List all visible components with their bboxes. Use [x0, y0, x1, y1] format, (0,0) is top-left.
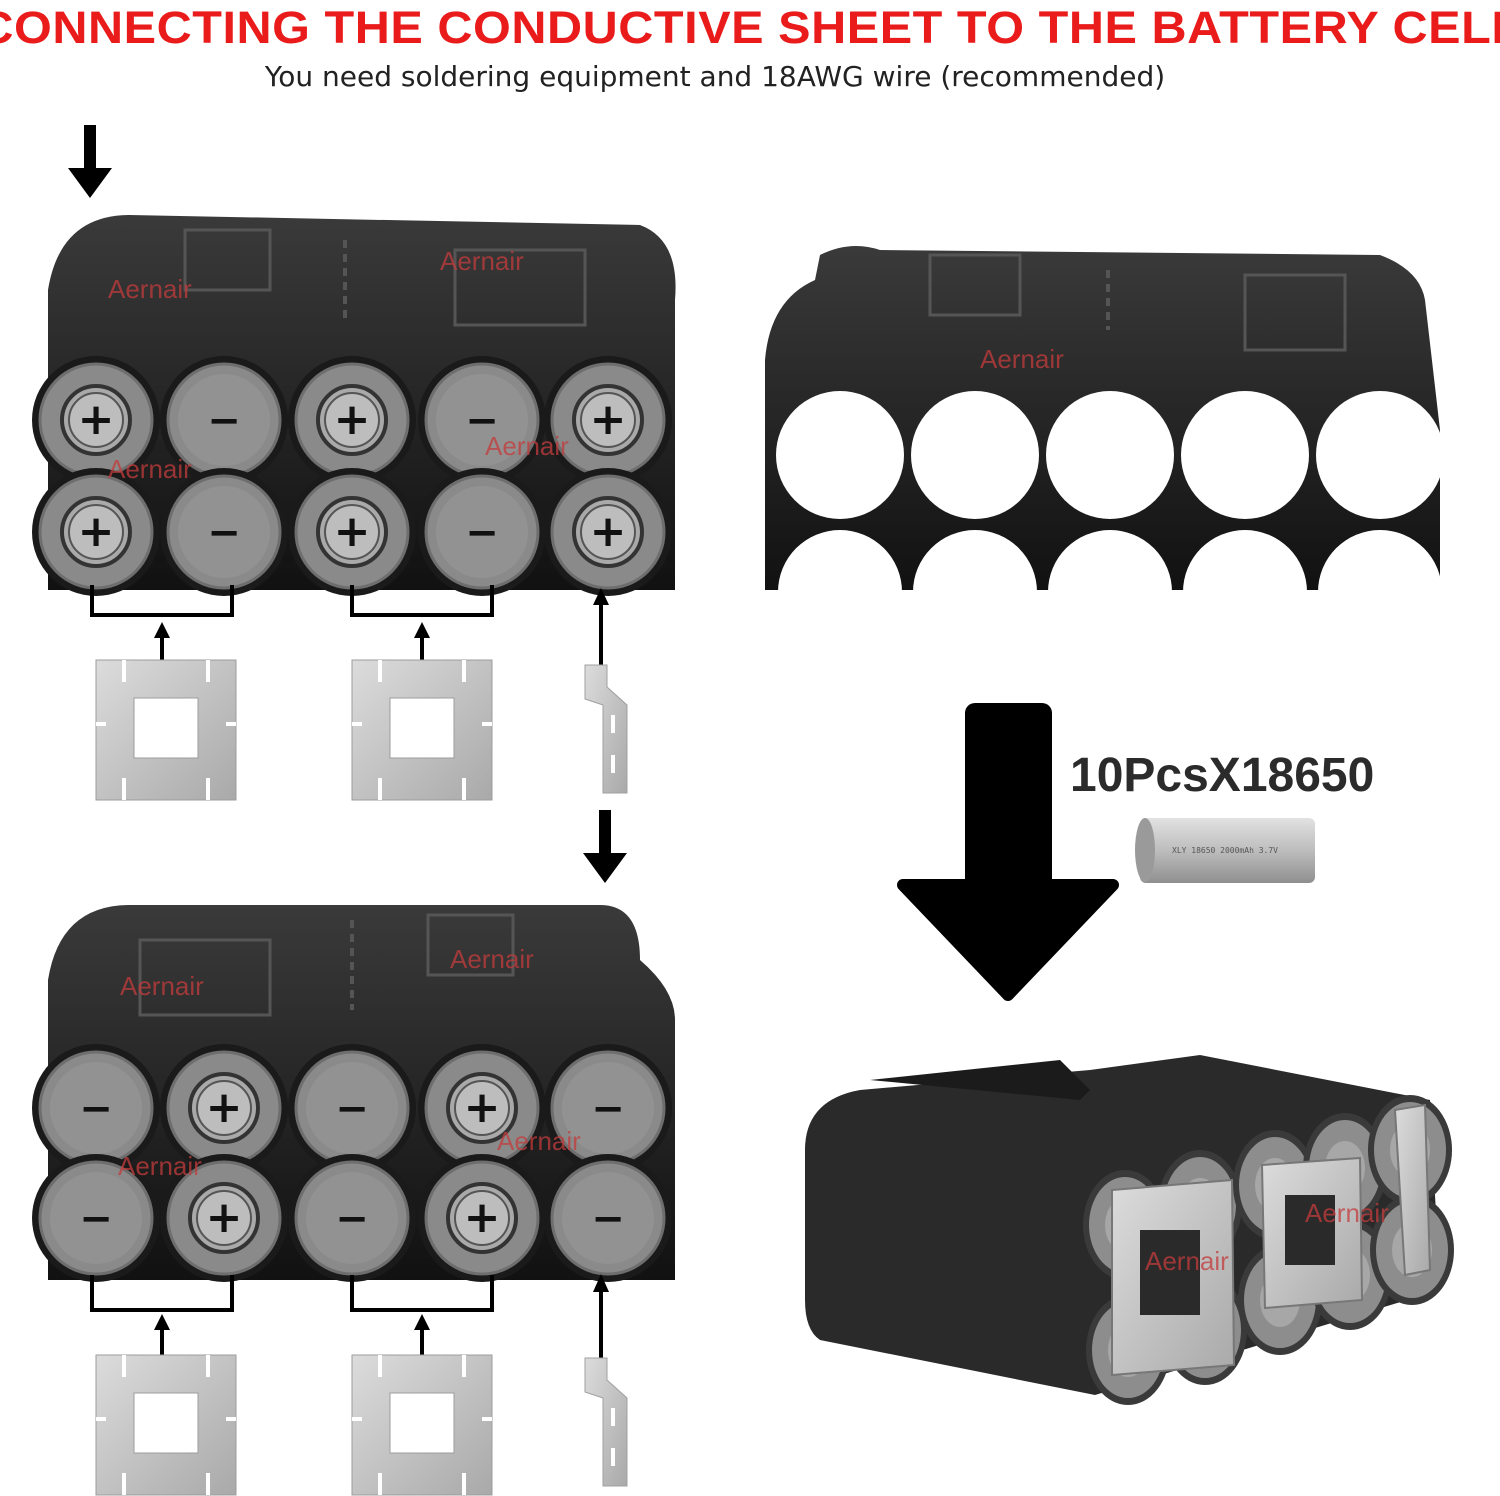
cell-slot	[1183, 530, 1307, 592]
plus-symbol: +	[590, 506, 627, 557]
positive-terminal: +	[32, 356, 160, 484]
nickel-strip-installed	[1111, 1178, 1236, 1377]
minus-symbol: −	[591, 1196, 625, 1242]
negative-terminal: −	[288, 1154, 416, 1282]
positive-terminal: +	[418, 1044, 546, 1172]
negative-terminal: −	[418, 356, 546, 484]
plus-symbol: +	[206, 1082, 243, 1133]
minus-symbol: −	[79, 1086, 113, 1132]
cell-slot	[776, 391, 904, 519]
positive-terminal: +	[544, 468, 672, 596]
nickel-strip	[351, 659, 493, 801]
watermark: Aernair	[108, 454, 192, 484]
watermark: Aernair	[118, 1151, 202, 1181]
nickel-strip	[351, 1354, 493, 1496]
positive-terminal: +	[160, 1044, 288, 1172]
up-arrow-icon	[593, 1274, 609, 1358]
cell-slot	[1181, 391, 1309, 519]
nickel-tab	[584, 664, 628, 794]
cell-slot	[778, 530, 902, 592]
minus-symbol: −	[335, 1196, 369, 1242]
watermark: Aernair	[108, 274, 192, 304]
cell-slot	[913, 530, 1037, 592]
watermark: Aernair	[120, 971, 204, 1001]
minus-symbol: −	[207, 510, 241, 556]
watermark: Aernair	[450, 944, 534, 974]
watermark: Aernair	[440, 246, 524, 276]
minus-symbol: −	[465, 398, 499, 444]
positive-terminal: +	[288, 468, 416, 596]
positive-terminal: +	[418, 1154, 546, 1282]
nickel-tab-installed	[1393, 1103, 1432, 1277]
up-arrow-icon	[593, 588, 609, 665]
watermark: Aernair	[485, 431, 569, 461]
up-arrow-icon	[414, 622, 430, 665]
negative-terminal: −	[288, 1044, 416, 1172]
negative-terminal: −	[160, 468, 288, 596]
battery-cell-image: XLY 18650 2000mAh 3.7V	[1135, 818, 1315, 883]
negative-terminal: −	[32, 1044, 160, 1172]
cell-slot	[1318, 530, 1442, 592]
nickel-strip	[95, 1354, 237, 1496]
minus-symbol: −	[79, 1196, 113, 1242]
up-arrow-icon	[414, 1314, 430, 1358]
negative-terminal: −	[160, 356, 288, 484]
big-down-arrow-icon	[897, 703, 1119, 1001]
watermark: Aernair	[497, 1126, 581, 1156]
plus-symbol: +	[206, 1192, 243, 1243]
plus-symbol: +	[590, 394, 627, 445]
plus-symbol: +	[334, 506, 371, 557]
up-arrow-icon	[154, 1314, 170, 1358]
negative-terminal: −	[32, 1154, 160, 1282]
plus-symbol: +	[78, 394, 115, 445]
nickel-strip-installed	[1260, 1156, 1364, 1310]
page-subtitle: You need soldering equipment and 18AWG w…	[264, 60, 1166, 93]
minus-symbol: −	[591, 1086, 625, 1132]
nickel-strip	[95, 659, 237, 801]
watermark: Aernair	[1305, 1198, 1389, 1228]
minus-symbol: −	[335, 1086, 369, 1132]
bottom-connection-guide	[90, 1275, 494, 1312]
cell-slot	[911, 391, 1039, 519]
cell-slot	[1046, 391, 1174, 519]
assembled-pack: Aernair Aernair	[805, 1055, 1454, 1405]
nickel-tab	[584, 1357, 628, 1487]
empty-cell-holder: Aernair	[765, 246, 1444, 592]
positive-terminal: +	[160, 1154, 288, 1282]
minus-symbol: −	[465, 510, 499, 556]
top-pack: + − + − + + − + − + Aernair Aernair Aernair Aerna…	[32, 215, 676, 596]
page-title: CONNECTING THE CONDUCTIVE SHEET TO THE B…	[0, 2, 1500, 53]
watermark: Aernair	[980, 344, 1064, 374]
cell-print: XLY 18650 2000mAh 3.7V	[1172, 846, 1278, 855]
cell-slot	[1316, 391, 1444, 519]
plus-symbol: +	[78, 506, 115, 557]
down-arrow-icon	[583, 810, 627, 883]
watermark: Aernair	[1145, 1246, 1229, 1276]
negative-terminal: −	[418, 468, 546, 596]
plus-symbol: +	[334, 394, 371, 445]
bottom-pack: − + − + − − + − + − Aernair Aernair Aernair Aerna…	[32, 905, 675, 1282]
cell-slot	[1048, 530, 1172, 592]
positive-terminal: +	[288, 356, 416, 484]
positive-terminal: +	[32, 468, 160, 596]
down-arrow-icon	[68, 125, 112, 198]
plus-symbol: +	[464, 1082, 501, 1133]
minus-symbol: −	[207, 398, 241, 444]
negative-terminal: −	[544, 1154, 672, 1282]
battery-count-label: 10PcsX18650	[1070, 749, 1375, 802]
plus-symbol: +	[464, 1192, 501, 1243]
top-connection-guide	[90, 585, 494, 617]
positive-terminal: +	[544, 356, 672, 484]
up-arrow-icon	[154, 622, 170, 665]
